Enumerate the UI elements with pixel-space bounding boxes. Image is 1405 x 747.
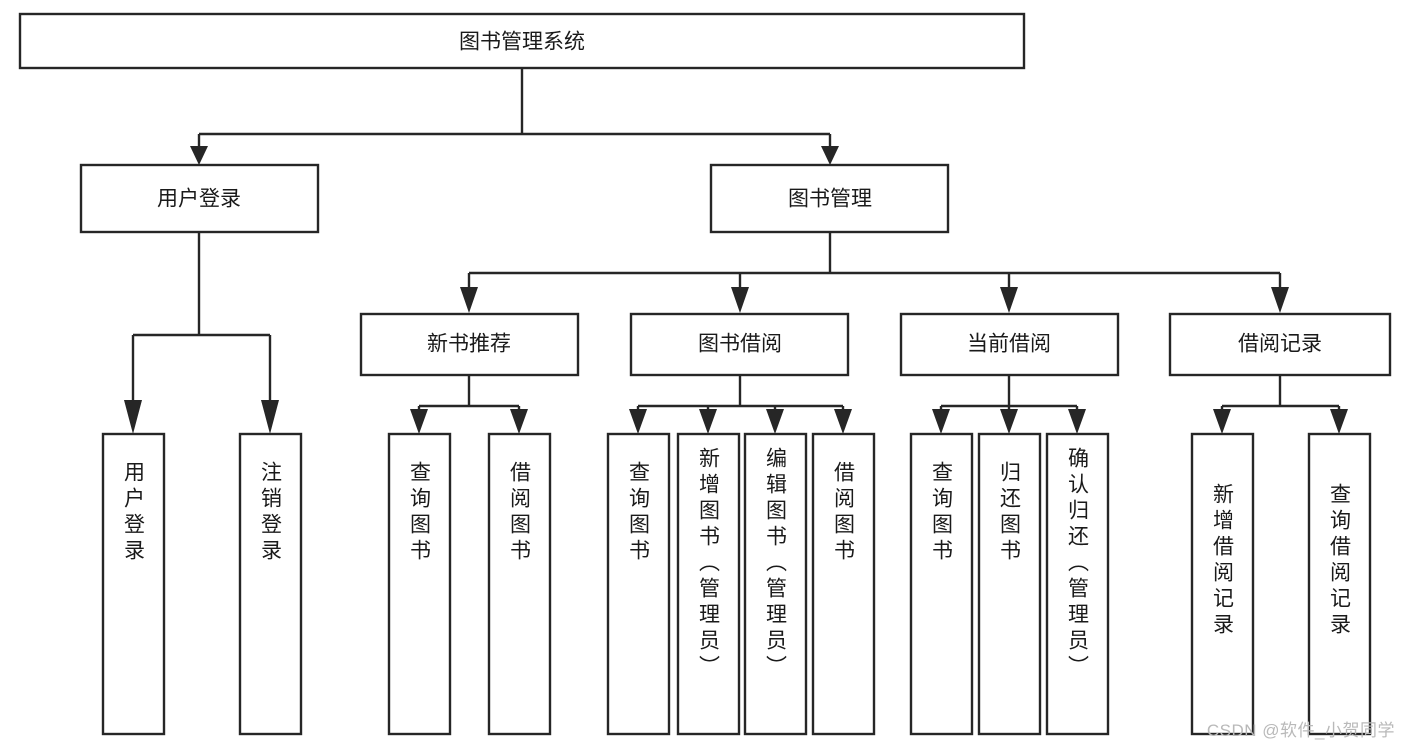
arrowhead-leaf-borrow-book-2 [834,409,852,434]
node-leaf-add-book[interactable]: 新增图书（管理员） [676,432,741,736]
node-user-login-box[interactable] [79,163,320,234]
node-leaf-add-record-label: 新增借阅记录 [1211,483,1235,639]
node-leaf-borrow-book-1-label: 借阅图书 [508,461,532,565]
node-leaf-query-book-2[interactable]: 查询图书 [606,432,671,736]
arrowhead-leaf-add-book [699,409,717,434]
node-leaf-edit-book-box[interactable] [743,432,808,736]
node-root[interactable]: 图书管理系统 [18,12,1026,70]
node-leaf-query-book-1-box[interactable] [387,432,452,736]
arrowhead-leaf-query-book-1 [410,409,428,434]
arrowhead-leaf-user-login [124,400,142,434]
node-leaf-user-login[interactable]: 用户登录 [101,432,166,736]
node-leaf-edit-book[interactable]: 编辑图书（管理员） [743,432,808,736]
node-current-borrow[interactable]: 当前借阅 [899,312,1120,377]
arrowhead-leaf-logout [261,400,279,434]
csdn-watermark: CSDN @软件_小贺同学 [1206,721,1395,740]
node-leaf-query-book-1[interactable]: 查询图书 [387,432,452,736]
node-book-manage-label: 图书管理 [788,188,872,211]
node-leaf-return-book-box[interactable] [977,432,1042,736]
node-current-borrow-label: 当前借阅 [967,333,1051,356]
node-borrow-record[interactable]: 借阅记录 [1168,312,1392,377]
arrowhead-leaf-borrow-book-1 [510,409,528,434]
node-leaf-edit-book-label: 编辑图书（管理员） [764,447,788,681]
arrowhead-current-borrow [1000,287,1018,313]
node-leaf-borrow-book-2[interactable]: 借阅图书 [811,432,876,736]
node-leaf-query-record-label: 查询借阅记录 [1328,483,1352,639]
node-new-book-recommend-label: 新书推荐 [427,333,511,356]
node-leaf-logout-box[interactable] [238,432,303,736]
node-leaf-add-record-box[interactable] [1190,432,1255,736]
arrowhead-leaf-confirm-return [1068,409,1086,434]
node-user-login-label: 用户登录 [157,188,241,211]
node-leaf-query-record-box[interactable] [1307,432,1372,736]
node-leaf-user-login-label: 用户登录 [122,461,146,565]
node-leaf-add-book-box[interactable] [676,432,741,736]
node-leaf-logout[interactable]: 注销登录 [238,432,303,736]
arrowhead-leaf-query-record [1330,409,1348,434]
node-borrow-record-box[interactable] [1168,312,1392,377]
node-new-book-recommend[interactable]: 新书推荐 [359,312,580,377]
node-root-box[interactable] [18,12,1026,70]
arrowhead-new-book-recommend [460,287,478,313]
node-root-label: 图书管理系统 [459,31,585,54]
node-leaf-query-book-3-box[interactable] [909,432,974,736]
node-leaf-logout-label: 注销登录 [259,461,283,565]
node-borrow-record-label: 借阅记录 [1238,333,1322,356]
arrowhead-user-login [190,146,208,165]
node-leaf-borrow-book-1[interactable]: 借阅图书 [487,432,552,736]
node-book-borrow[interactable]: 图书借阅 [629,312,850,377]
node-leaf-query-book-3-label: 查询图书 [930,461,954,565]
node-book-manage-box[interactable] [709,163,950,234]
node-leaf-user-login-box[interactable] [101,432,166,736]
node-book-borrow-box[interactable] [629,312,850,377]
arrowhead-book-manage [821,146,839,165]
node-leaf-return-book[interactable]: 归还图书 [977,432,1042,736]
node-leaf-add-book-label: 新增图书（管理员） [697,447,721,681]
node-leaf-add-record[interactable]: 新增借阅记录 [1190,432,1255,736]
node-leaf-query-book-3[interactable]: 查询图书 [909,432,974,736]
node-new-book-recommend-box[interactable] [359,312,580,377]
arrowhead-leaf-add-record [1213,409,1231,434]
node-leaf-confirm-return-label: 确认归还（管理员） [1066,447,1090,681]
node-leaf-query-book-2-label: 查询图书 [627,461,651,565]
node-leaf-query-record[interactable]: 查询借阅记录 [1307,432,1372,736]
node-current-borrow-box[interactable] [899,312,1120,377]
node-leaf-confirm-return[interactable]: 确认归还（管理员） [1045,432,1110,736]
node-book-borrow-label: 图书借阅 [698,333,782,356]
node-leaf-borrow-book-2-box[interactable] [811,432,876,736]
node-leaf-query-book-2-box[interactable] [606,432,671,736]
arrowhead-borrow-record [1271,287,1289,313]
arrowhead-leaf-return-book [1000,409,1018,434]
arrowhead-book-borrow [731,287,749,313]
arrowhead-leaf-query-book-3 [932,409,950,434]
node-book-manage[interactable]: 图书管理 [709,163,950,234]
edge-layer [124,68,1348,434]
node-leaf-return-book-label: 归还图书 [998,461,1022,565]
arrowhead-leaf-edit-book [766,409,784,434]
arrowhead-leaf-query-book-2 [629,409,647,434]
node-leaf-borrow-book-1-box[interactable] [487,432,552,736]
node-leaf-query-book-1-label: 查询图书 [408,461,432,565]
node-leaf-borrow-book-2-label: 借阅图书 [832,461,856,565]
node-leaf-confirm-return-box[interactable] [1045,432,1110,736]
node-user-login[interactable]: 用户登录 [79,163,320,234]
